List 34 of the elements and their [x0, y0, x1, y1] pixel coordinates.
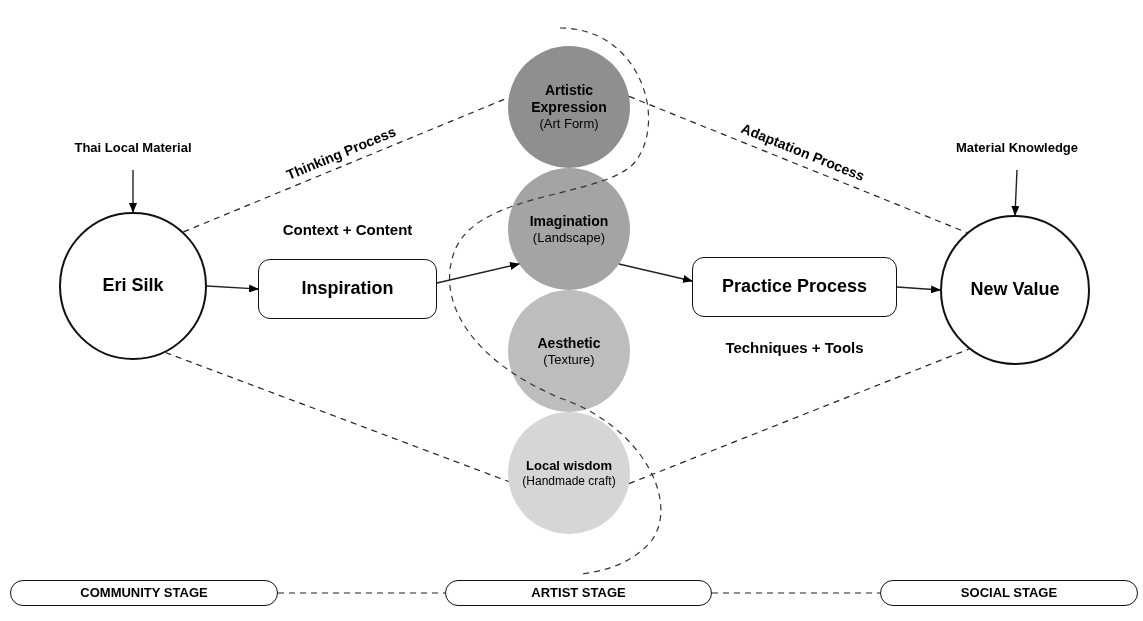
dashed-connector	[164, 351, 510, 483]
arrow	[1011, 169, 1020, 216]
node-caption: Context + Content	[281, 221, 414, 238]
arrow	[436, 262, 520, 284]
node-title: New Value	[969, 279, 1061, 301]
circle-node	[940, 215, 1090, 365]
circle-node	[59, 212, 207, 360]
node-title: Local wisdom	[525, 458, 613, 474]
node-subtitle: (Art Form)	[538, 116, 600, 132]
node-title: Eri Silk	[101, 275, 165, 297]
node-title: Imagination	[528, 212, 610, 230]
node-title: Thai Local Material	[73, 140, 193, 156]
process-box	[258, 259, 437, 319]
arrow	[896, 285, 941, 294]
node-subtitle: (Handmade craft)	[521, 473, 617, 488]
node-title: SOCIAL STAGE	[959, 585, 1059, 601]
node-subtitle: (Landscape)	[531, 229, 607, 246]
node-title: Practice Process	[720, 276, 869, 298]
node-caption: Techniques + Tools	[724, 339, 865, 356]
node-title: ARTIST STAGE	[530, 585, 627, 601]
dashed-connector	[277, 592, 446, 594]
node-title: Material Knowledge	[954, 140, 1080, 156]
node-subtitle: (Texture)	[542, 351, 596, 368]
dashed-connector	[628, 348, 970, 485]
node-title: Aesthetic	[536, 334, 602, 352]
dashed-connector	[628, 95, 968, 234]
node-title: Inspiration	[300, 278, 395, 300]
node-title: COMMUNITY STAGE	[79, 585, 209, 601]
arrow	[129, 169, 137, 213]
arrow	[206, 284, 259, 293]
arrow	[618, 263, 693, 283]
process-box	[692, 257, 897, 317]
dashed-connector	[711, 592, 881, 594]
node-title: Artistic Expression	[530, 82, 608, 116]
